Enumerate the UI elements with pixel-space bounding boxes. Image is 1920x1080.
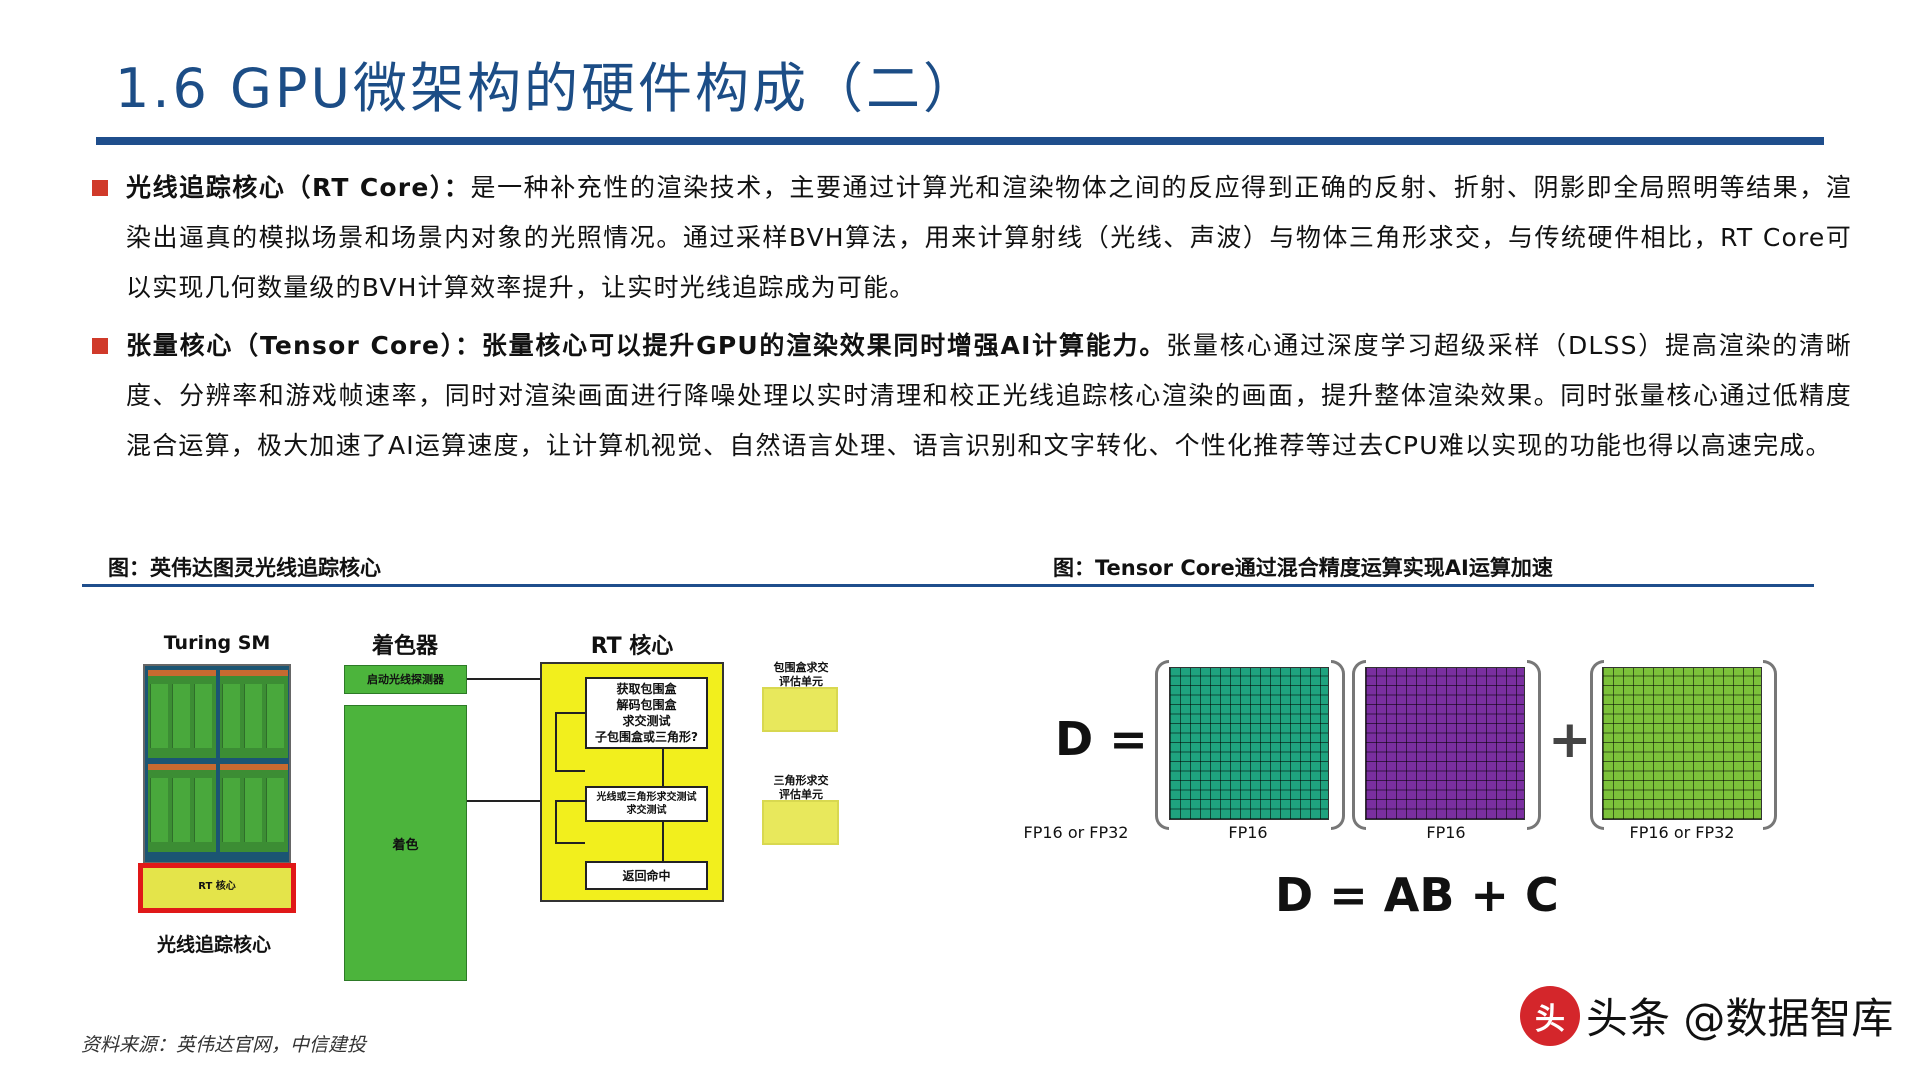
step-text: 求交测试 (626, 805, 667, 816)
loop-line (555, 800, 585, 844)
lhs-label: D = (1055, 712, 1148, 766)
rt-core-label: RT 核心 (590, 634, 674, 659)
bullet-rt-core: 光线追踪核心（RT Core）：是一种补充性的渲染技术，主要通过计算光和渲染物体… (92, 163, 1852, 313)
precision-label-b: FP16 (1426, 823, 1466, 842)
flow-line (662, 822, 664, 861)
figure-caption-right: 图：Tensor Core通过混合精度运算实现AI运算加速 (1053, 556, 1553, 580)
turing-sm-block (143, 664, 291, 864)
watermark-logo: 头 (1520, 985, 1580, 1046)
launch-ray-box: 启动光线探测器 (344, 665, 467, 694)
caption-divider (82, 584, 1814, 587)
triangle-step-box: 光线或三角形求交测试 求交测试 (585, 786, 708, 822)
bullet-body: 张量核心通过深度学习超级采样（DLSS）提高渲染的清晰度、分辨率和游戏帧速率，同… (126, 331, 1852, 460)
watermark-text: 头条 @数据智库 (1586, 994, 1894, 1043)
step-text: 获取包围盒 (616, 682, 677, 696)
flow-line (662, 749, 664, 786)
bullet-tensor-core: 张量核心（Tensor Core）：张量核心可以提升GPU的渲染效果同时增强AI… (92, 321, 1852, 471)
step-text: 光线或三角形求交测试 (596, 792, 697, 803)
step-text: 返回命中 (622, 868, 671, 883)
bullet-marker (92, 338, 108, 354)
arrow-launch (467, 678, 540, 680)
sm-caption: 光线追踪核心 (156, 934, 272, 956)
page-title: 1.6 GPU微架构的硬件构成（二） (115, 57, 980, 120)
bullet-heading: 张量核心（Tensor Core）：张量核心可以提升GPU的渲染效果同时增强AI… (126, 331, 1167, 360)
return-hit-box: 返回命中 (585, 861, 708, 890)
sm-rt-core-label: RT 核心 (198, 881, 236, 892)
loop-line (555, 712, 585, 772)
paren-right (1331, 660, 1345, 830)
triangle-unit-label: 三角形求交评估单元 (773, 774, 829, 801)
figure-caption-left: 图：英伟达图灵光线追踪核心 (108, 556, 381, 580)
bbox-unit-box (762, 687, 838, 732)
shade-label: 着色 (392, 837, 419, 853)
precision-label-a: FP16 (1228, 823, 1268, 842)
paren-right (1763, 660, 1777, 830)
matrix-a (1169, 667, 1329, 820)
paren-right (1527, 660, 1541, 830)
matrix-b (1365, 667, 1525, 820)
bullet-heading: 光线追踪核心（RT Core）： (126, 173, 471, 202)
bvh-step-box: 获取包围盒 解码包围盒 求交测试 子包围盒或三角形? (585, 677, 708, 749)
watermark: 头 头条 @数据智库 (1520, 985, 1893, 1046)
rt-core-highlight: RT 核心 (138, 863, 296, 913)
source-note: 资料来源：英伟达官网，中信建投 (81, 1034, 367, 1056)
step-text: 解码包围盒 (616, 698, 677, 712)
paren-left (1352, 660, 1366, 830)
precision-label-c: FP16 or FP32 (1629, 823, 1735, 842)
arrow-return (467, 800, 540, 802)
paren-left (1590, 660, 1604, 830)
matrix-c (1602, 667, 1762, 820)
bullet-marker (92, 180, 108, 196)
precision-label-d: FP16 or FP32 (1023, 823, 1129, 842)
plus-sign: + (1548, 710, 1592, 770)
formula: D = AB + C (1275, 868, 1559, 922)
bullet-body: 是一种补充性的渲染技术，主要通过计算光和渲染物体之间的反应得到正确的反射、折射、… (126, 173, 1853, 302)
title-divider (96, 137, 1824, 145)
triangle-unit-box (762, 800, 839, 845)
step-text: 求交测试 (622, 714, 671, 728)
turing-sm-label: Turing SM (163, 632, 271, 654)
bbox-unit-label: 包围盒求交评估单元 (773, 661, 829, 688)
paren-left (1155, 660, 1169, 830)
shader-label: 着色器 (371, 634, 439, 659)
step-text: 子包围盒或三角形? (595, 730, 698, 744)
shade-box: 着色 (344, 705, 467, 981)
